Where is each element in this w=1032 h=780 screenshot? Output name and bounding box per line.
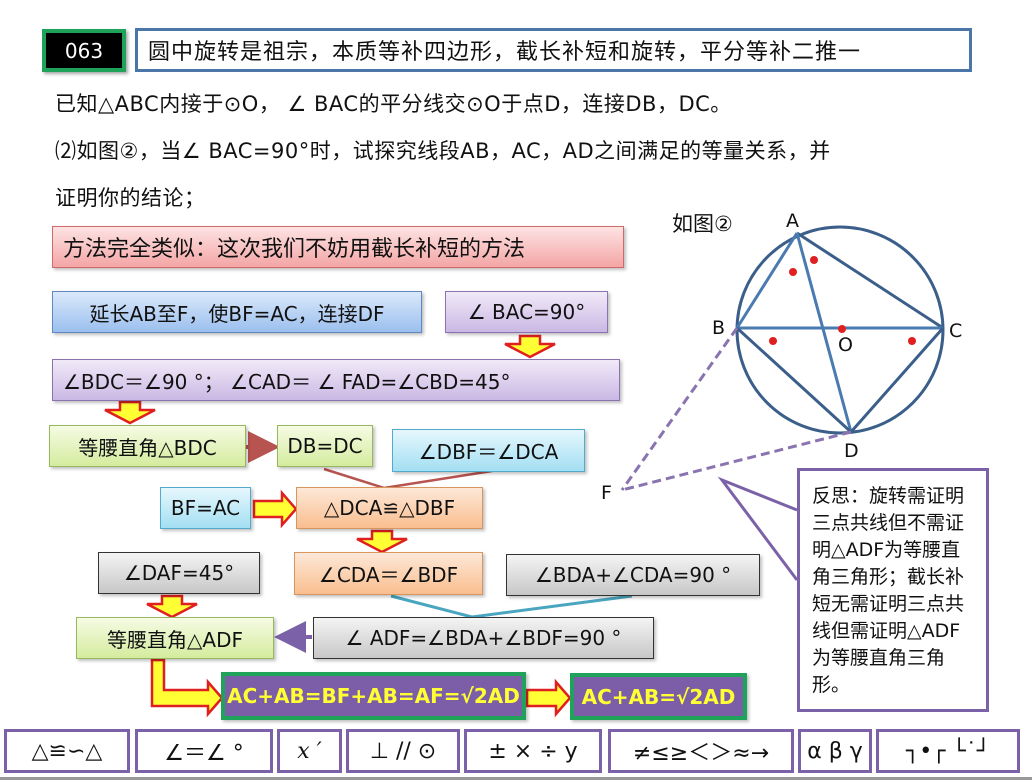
angle-daf-45: ∠DAF=45° xyxy=(98,552,260,594)
toolbar-button-comparison[interactable]: ≠≤≥＜＞≈→ xyxy=(608,729,794,773)
isosceles-right-adf: 等腰直角△ADF xyxy=(76,617,274,659)
point-label-a: A xyxy=(786,210,799,232)
bf-equals-ac: BF=AC xyxy=(160,487,251,529)
toolbar-button-right-angle-marks[interactable]: ┐•┌ └˙┘ xyxy=(876,729,1020,773)
figure-caption: 如图② xyxy=(672,212,733,236)
angle-cda-equals-bdf: ∠CDA＝∠BDF xyxy=(294,552,483,595)
angle-relations: ∠BDC＝∠90 °； ∠CAD＝ ∠ FAD=∠CBD=45° xyxy=(52,359,620,401)
point-label-b: B xyxy=(712,317,726,339)
symbol-toolbar: △≌∽△ ∠＝∠ ° x ′ ⊥ // ⊙ ± × ÷ y ≠≤≥＜＞≈→ α … xyxy=(0,727,1032,780)
toolbar-button-angle-degree[interactable]: ∠＝∠ ° xyxy=(135,729,273,773)
point-label-d: D xyxy=(844,440,859,462)
point-label-f: F xyxy=(601,482,612,504)
toolbar-button-perpendicular-parallel-circle[interactable]: ⊥ // ⊙ xyxy=(346,729,460,773)
db-equals-dc: DB=DC xyxy=(277,425,373,467)
final-result: AC+AB=√2AD xyxy=(570,673,747,720)
given-angle-bac: ∠ BAC=90° xyxy=(445,291,608,333)
isosceles-right-bdc: 等腰直角△BDC xyxy=(49,425,246,467)
geometry-figure xyxy=(620,225,945,492)
point-label-o: O xyxy=(838,334,853,356)
problem-line-3: 证明你的结论； xyxy=(55,186,206,210)
problem-number-badge: 063 xyxy=(42,29,126,72)
angle-dbf-equals-dca: ∠DBF＝∠DCA xyxy=(392,429,585,472)
angle-adf-sum: ∠ ADF=∠BDA+∠BDF=90 ° xyxy=(313,617,654,659)
reflection-callout: 反思：旋转需证明三点共线但不需证明△ADF为等腰直角三角形；截长补短无需证明三点… xyxy=(797,468,989,712)
toolbar-button-arithmetic[interactable]: ± × ÷ y xyxy=(464,729,602,773)
method-note: 方法完全类似：这次我们不妨用截长补短的方法 xyxy=(52,226,624,268)
point-label-c: C xyxy=(949,320,963,342)
congruent-dca-dbf: △DCA≌△DBF xyxy=(296,487,483,529)
title-banner: 圆中旋转是祖宗，本质等补四边形，截长补短和旋转，平分等补二推一 xyxy=(135,28,972,72)
problem-line-1: 已知△ABC内接于⊙O， ∠ BAC的平分线交⊙O于点D，连接DB，DC。 xyxy=(55,92,732,116)
toolbar-button-greek[interactable]: α β γ xyxy=(798,729,872,773)
angle-bda-plus-cda: ∠BDA+∠CDA=90 ° xyxy=(506,554,760,596)
problem-line-2: ⑵如图②，当∠ BAC=90°时，试探究线段AB，AC，AD之间满足的等量关系，… xyxy=(55,139,831,163)
step-extend-ab: 延长AB至F，使BF=AC，连接DF xyxy=(52,291,422,333)
result-derivation: AC+AB=BF+AB=AF=√2AD xyxy=(221,672,526,720)
toolbar-button-variable-prime[interactable]: x ′ xyxy=(277,729,342,773)
toolbar-button-triangle-congruent[interactable]: △≌∽△ xyxy=(4,729,130,773)
